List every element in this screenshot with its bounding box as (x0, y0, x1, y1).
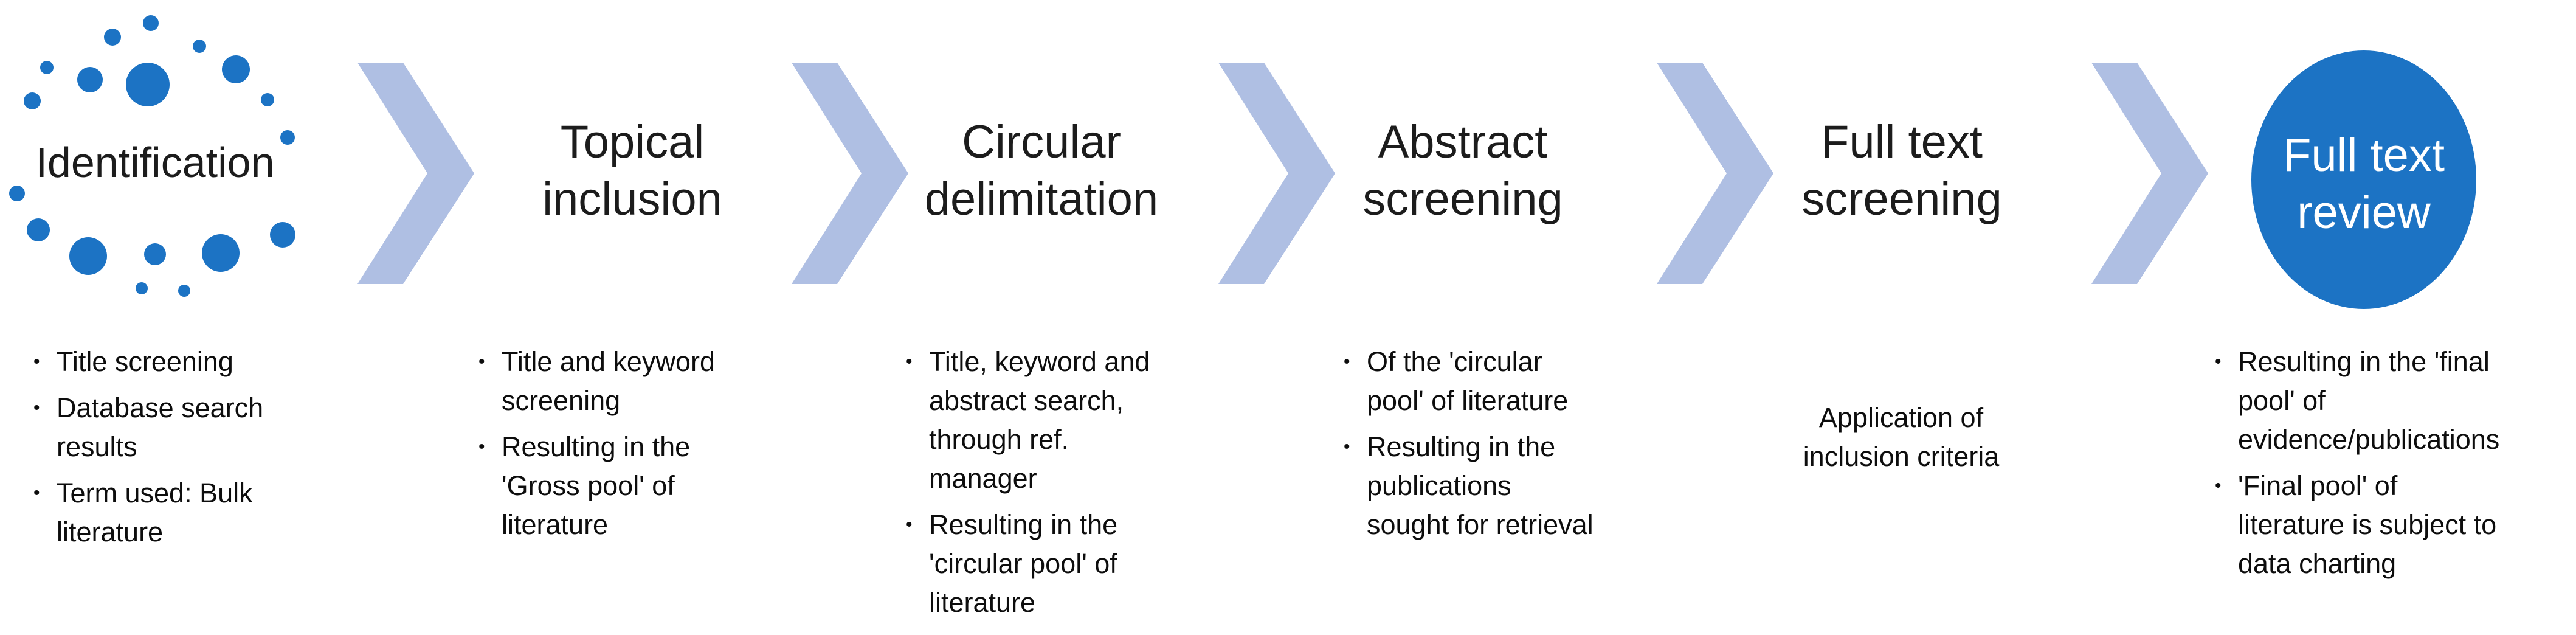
list-item: • Resulting in the 'Gross pool' of liter… (478, 428, 758, 544)
chevron-arrow-icon (792, 63, 908, 284)
list-item: • Database search results (33, 389, 307, 467)
chevron-arrow-icon (357, 63, 474, 284)
bullet-text: 'Final pool' of literature is subject to… (2238, 470, 2497, 579)
bullet-icon: • (33, 352, 40, 372)
bullet-text: Database search results (57, 392, 264, 462)
bullet-icon: • (906, 515, 913, 535)
abstract-screening-bullet-list: • Of the 'circular pool' of literature •… (1344, 342, 1635, 544)
list-item: • Resulting in the publications sought f… (1344, 428, 1635, 544)
bullet-text: Resulting in the publications sought for… (1367, 431, 1594, 540)
full-text-screening-note: Application of inclusion criteria (1803, 402, 2000, 472)
stage-title-circular-delimitation: Circular delimitation (924, 116, 1159, 225)
bullet-text: Title and keyword screening (502, 346, 715, 416)
circular-delimitation-bullet-list: • Title, keyword and abstract search, th… (906, 342, 1186, 622)
full-text-review-bullet-list: • Resulting in the 'final pool' of evide… (2215, 342, 2555, 583)
bullet-icon: • (33, 483, 40, 503)
bullet-text: Resulting in the 'Gross pool' of literat… (502, 431, 691, 540)
list-item: • Title and keyword screening (478, 342, 758, 420)
chevron-arrow-icon (1218, 63, 1335, 284)
list-item: • Title screening (33, 342, 307, 381)
chevron-arrow-icon (1657, 63, 1773, 284)
topical-inclusion-bullet-list: • Title and keyword screening • Resultin… (478, 342, 758, 544)
bullet-icon: • (2215, 352, 2222, 372)
list-item: • Title, keyword and abstract search, th… (906, 342, 1186, 498)
bullet-icon: • (478, 437, 485, 457)
bullet-icon: • (1344, 437, 1350, 457)
stage-title-topical-inclusion: Topical inclusion (542, 116, 722, 225)
list-item: • Of the 'circular pool' of literature (1344, 342, 1635, 420)
list-item: • Resulting in the 'circular pool' of li… (906, 505, 1186, 622)
bullet-text: Resulting in the 'final pool' of evidenc… (2238, 346, 2500, 455)
bullet-text: Title, keyword and abstract search, thro… (929, 346, 1150, 494)
list-item: • Resulting in the 'final pool' of evide… (2215, 342, 2555, 459)
stage-title-full-text-screening: Full text screening (1801, 116, 2002, 225)
full-text-review-circle: Full text review (2251, 50, 2476, 309)
stage-title-full-text-review: Full text review (2282, 129, 2445, 238)
bullet-icon: • (1344, 352, 1350, 372)
bullet-icon: • (33, 398, 40, 418)
bullet-icon: • (906, 352, 913, 372)
identification-bullet-list: • Title screening • Database search resu… (33, 342, 307, 552)
stage-title-abstract-screening: Abstract screening (1362, 116, 1563, 225)
bullet-text: Title screening (57, 346, 233, 377)
stage-title-identification: Identification (35, 139, 275, 186)
bullet-icon: • (478, 352, 485, 372)
bullet-icon: • (2215, 476, 2222, 496)
list-item: • Term used: Bulk literature (33, 474, 307, 552)
bullet-text: Term used: Bulk literature (57, 477, 253, 547)
list-item: • 'Final pool' of literature is subject … (2215, 467, 2555, 583)
chevron-arrow-icon (2091, 63, 2208, 284)
bullet-text: Resulting in the 'circular pool' of lite… (929, 509, 1118, 618)
bullet-text: Of the 'circular pool' of literature (1367, 346, 1569, 416)
identification-dotted-ring-icon (9, 15, 295, 297)
